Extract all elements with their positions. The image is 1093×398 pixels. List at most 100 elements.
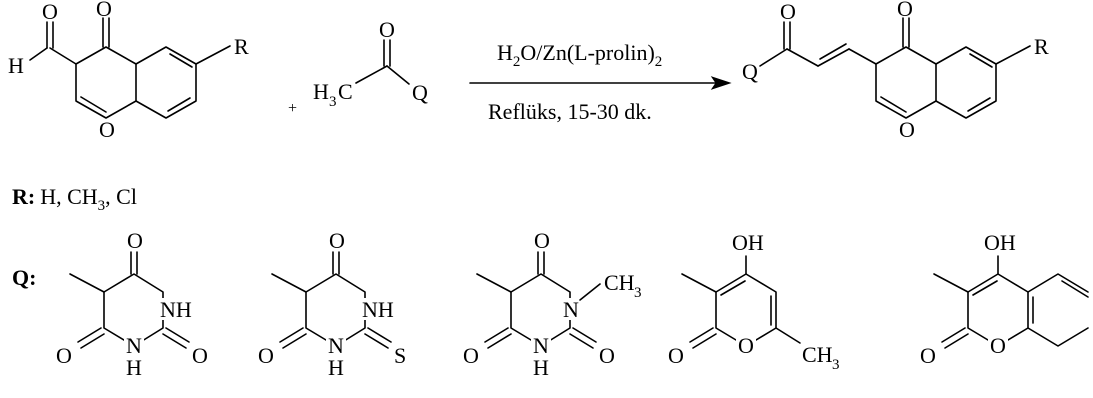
r-bond xyxy=(195,45,231,65)
q2-co-left-b xyxy=(282,333,307,349)
ring-double-bond xyxy=(80,96,107,113)
q3-nh-mask xyxy=(531,336,551,358)
product-q-label: Q xyxy=(742,59,758,84)
carbonyl-oxygen-label: O xyxy=(96,0,112,21)
reactant-formylchromone: O O H O R xyxy=(8,0,249,142)
q2-o-top: O xyxy=(329,228,345,253)
q1-nh-mask xyxy=(160,298,194,320)
cho-h-bond xyxy=(29,47,48,61)
q1-methyl-bond xyxy=(69,273,105,293)
q3-co-left-b xyxy=(487,333,512,349)
q3-o-top: O xyxy=(534,228,550,253)
condition-top: H2O/Zn(L-prolin)2 xyxy=(497,40,662,70)
q5-hydroxycoumarin: OH O O xyxy=(920,230,1089,368)
q3-n-right: N xyxy=(563,297,579,322)
q2-n-bottom: N xyxy=(328,333,344,358)
product-r-bond xyxy=(995,45,1031,65)
q2-cs-b xyxy=(364,333,389,349)
product: Q O O O R xyxy=(742,0,1049,142)
q4-methyl-bond xyxy=(681,273,717,293)
plus-sign: + xyxy=(288,100,297,117)
q2-methyl-bond xyxy=(271,273,307,293)
vinyl-to-ring xyxy=(848,48,877,65)
q1-n-mask xyxy=(124,336,144,358)
q3-ch3-c: CH xyxy=(604,270,635,295)
product-benzo-ring xyxy=(935,46,997,119)
q5-ring-oxygen: O xyxy=(990,333,1006,358)
q2-o-left: O xyxy=(258,343,274,368)
q5-double-top xyxy=(972,280,998,296)
q5-benzo-partial xyxy=(1027,273,1089,347)
q3-co-right-b xyxy=(569,333,594,349)
q2-n-mask xyxy=(326,336,346,358)
q2-cs-a xyxy=(367,327,392,343)
q1-o-left: O xyxy=(56,343,72,368)
h3c-c: C xyxy=(338,79,353,104)
q1-co-left-b xyxy=(80,333,105,349)
q5-methyl-bond xyxy=(933,273,969,293)
q5-oh-label: OH xyxy=(984,230,1016,255)
q4-co-b xyxy=(692,333,717,349)
benzo-double-2 xyxy=(167,97,191,112)
cho-bond xyxy=(49,47,77,65)
q1-ring xyxy=(103,273,164,347)
q4-ch3-bond xyxy=(775,327,801,344)
q3-methylbarbituric: O O O N CH 3 N H xyxy=(463,228,642,380)
q2-co-left-a xyxy=(279,327,304,343)
q4-o-left: O xyxy=(668,343,684,368)
r-label: R xyxy=(234,34,249,59)
q5-o-left: O xyxy=(920,343,936,368)
benzo-ring-bonds xyxy=(135,46,197,119)
aldehyde-hydrogen-label: H xyxy=(8,53,24,78)
q1-n-bottom: N xyxy=(126,333,142,358)
aldehyde-oxygen-label: O xyxy=(42,0,58,24)
q2-h-bottom: H xyxy=(328,355,344,380)
vinyl-bond-1 xyxy=(786,48,819,67)
q3-n-bottom: N xyxy=(533,333,549,358)
q3-ring xyxy=(510,273,571,347)
product-pyranone-ring xyxy=(875,46,937,119)
q3-co-left-a xyxy=(484,327,509,343)
q3-h-bottom: H xyxy=(533,355,549,380)
q4-co-a xyxy=(689,327,714,343)
reaction-arrow xyxy=(469,76,732,90)
acetyl-bond-1 xyxy=(355,65,388,84)
product-carbonyl-oxygen: O xyxy=(780,0,796,24)
q2-ring xyxy=(305,273,366,347)
product-ring-double xyxy=(880,96,907,113)
vinyl-double-b xyxy=(819,43,847,60)
q1-barbituric: O O O NH N H xyxy=(56,228,208,380)
reactant-acetyl-q: O H 3 C Q xyxy=(313,17,428,110)
q2-thiobarbituric: O O S NH N H xyxy=(258,228,406,380)
acetyl-oxygen-label: O xyxy=(379,17,395,42)
h3c-h: H xyxy=(313,79,329,104)
q4-ch3-sub: 3 xyxy=(832,357,840,373)
q3-ch3-sub: 3 xyxy=(634,285,642,301)
q4-hydroxypyrone: OH O O CH 3 xyxy=(668,230,840,373)
q2-s-right: S xyxy=(394,343,406,368)
q3-n-methyl-bond xyxy=(579,283,601,301)
benzo-double-1 xyxy=(169,53,193,68)
q1-nh-right: NH xyxy=(160,297,192,322)
product-ring-oxygen: O xyxy=(899,117,915,142)
h3c-sub: 3 xyxy=(329,94,337,110)
q2-nh-mask xyxy=(362,298,396,320)
q3-co-right-a xyxy=(572,327,597,343)
product-q-bond xyxy=(759,48,788,67)
q5-co-a xyxy=(941,327,966,343)
vinyl-double-a xyxy=(817,48,850,67)
q5-benzo-double-2 xyxy=(1061,280,1089,298)
q1-o-right: O xyxy=(192,343,208,368)
q3-n-mask xyxy=(562,298,580,320)
pyranone-ring-bonds xyxy=(75,46,137,119)
q2-nh-right: NH xyxy=(362,297,394,322)
q1-co-left-a xyxy=(77,327,102,343)
condition-bottom: Reflüks, 15-30 dk. xyxy=(488,99,652,124)
q5-co-b xyxy=(944,333,969,349)
q4-ch3-c: CH xyxy=(802,342,833,367)
q1-o-top: O xyxy=(127,228,143,253)
product-benzo-double-2 xyxy=(967,97,991,112)
q5-o-mask xyxy=(988,336,1008,358)
product-benzo-double-1 xyxy=(969,53,993,68)
